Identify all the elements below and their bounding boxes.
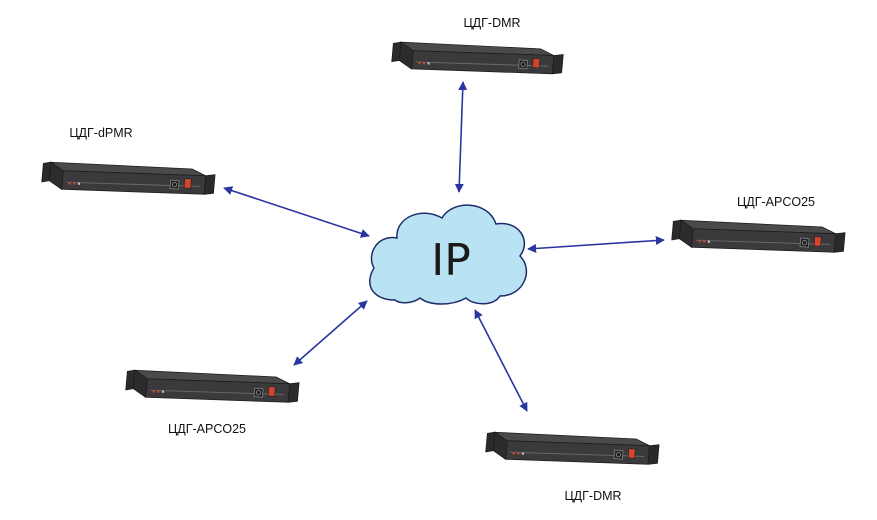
device-bottom-right: ЦДГ-DMR	[484, 425, 660, 503]
ip-cloud: IP	[369, 204, 528, 305]
arrow-left	[223, 186, 370, 238]
device-right: ЦДГ-APCO25	[670, 195, 846, 261]
arrow-top	[454, 81, 468, 193]
device-label-left: ЦДГ-dPMR	[69, 126, 132, 140]
arrow-bottom-left	[293, 300, 368, 366]
device-left: ЦДГ-dPMR	[40, 126, 216, 203]
device-label-bottom-left: ЦДГ-APCO25	[168, 422, 246, 436]
device-bottom-left: ЦДГ-APCO25	[124, 363, 300, 436]
device-label-top: ЦДГ-DMR	[463, 16, 520, 30]
arrow-right	[527, 236, 665, 253]
cloud-label: IP	[431, 235, 471, 286]
device-label-bottom-right: ЦДГ-DMR	[564, 489, 621, 503]
connection-arrows	[223, 81, 665, 412]
arrow-bottom-right	[474, 309, 528, 412]
device-label-right: ЦДГ-APCO25	[737, 195, 815, 209]
device-top: ЦДГ-DMR	[390, 16, 565, 83]
